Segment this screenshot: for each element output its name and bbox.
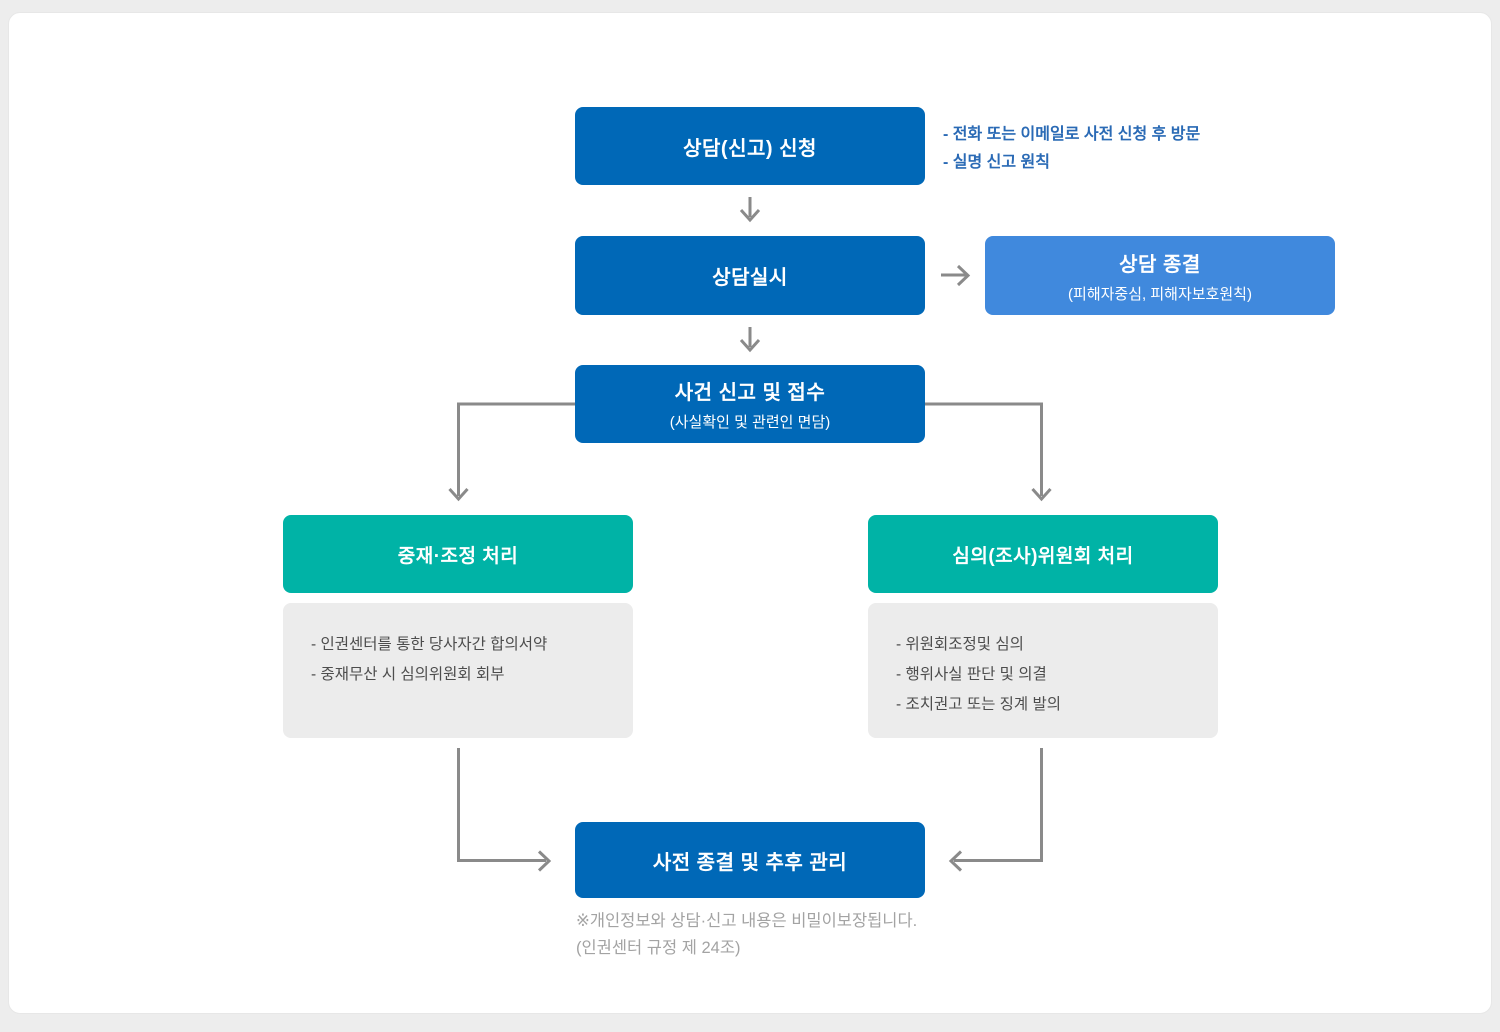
node-receive: 사건 신고 및 접수 (사실확인 및 관련인 면담) bbox=[575, 365, 925, 443]
committee-detail-line: - 조치권고 또는 징계 발의 bbox=[896, 696, 1061, 713]
node-final-label: 사전 종결 및 추후 관리 bbox=[652, 851, 848, 874]
confidentiality-note: ※개인정보와 상담·신고 내용은 비밀이보장됩니다. (인권센터 규정 제 24… bbox=[576, 908, 917, 962]
confidentiality-note-line2: (인권센터 규정 제 24조) bbox=[576, 939, 741, 957]
node-consult-label: 상담실시 bbox=[712, 267, 788, 289]
node-final: 사전 종결 및 추후 관리 bbox=[575, 822, 925, 898]
node-consult-close-sublabel: (피해자중심, 피해자보호원칙) bbox=[1068, 285, 1252, 303]
apply-note-line: - 전화 또는 이메일로 사전 신청 후 방문 bbox=[943, 126, 1201, 143]
node-receive-sublabel: (사실확인 및 관련인 면담) bbox=[669, 414, 831, 431]
committee-detail-line: - 행위사실 판단 및 의결 bbox=[896, 666, 1047, 683]
node-mediation: 중재·조정 처리 bbox=[283, 515, 633, 593]
node-committee: 심의(조사)위원회 처리 bbox=[868, 515, 1218, 593]
node-consult-close-label: 상담 종결 bbox=[1119, 253, 1201, 276]
node-mediation-label: 중재·조정 처리 bbox=[397, 545, 519, 567]
node-apply-label: 상담(신고) 신청 bbox=[683, 137, 817, 160]
committee-detail-line: - 위원회조정및 심의 bbox=[896, 636, 1024, 653]
apply-notes: - 전화 또는 이메일로 사전 신청 후 방문 - 실명 신고 원칙 bbox=[943, 121, 1200, 177]
mediation-detail-line: - 중재무산 시 심의위원회 회부 bbox=[311, 666, 505, 683]
node-apply: 상담(신고) 신청 bbox=[575, 107, 925, 185]
apply-note-line: - 실명 신고 원칙 bbox=[943, 154, 1050, 171]
committee-details: - 위원회조정및 심의 - 행위사실 판단 및 의결 - 조치권고 또는 징계 … bbox=[868, 603, 1218, 738]
confidentiality-note-line1: ※개인정보와 상담·신고 내용은 비밀이보장됩니다. bbox=[576, 912, 918, 930]
mediation-details: - 인권센터를 통한 당사자간 합의서약 - 중재무산 시 심의위원회 회부 bbox=[283, 603, 633, 738]
node-receive-label: 사건 신고 및 접수 bbox=[674, 382, 826, 404]
node-consult-close: 상담 종결 (피해자중심, 피해자보호원칙) bbox=[985, 236, 1335, 315]
node-committee-label: 심의(조사)위원회 처리 bbox=[952, 545, 1134, 567]
mediation-detail-line: - 인권센터를 통한 당사자간 합의서약 bbox=[311, 636, 548, 653]
node-consult: 상담실시 bbox=[575, 236, 925, 315]
